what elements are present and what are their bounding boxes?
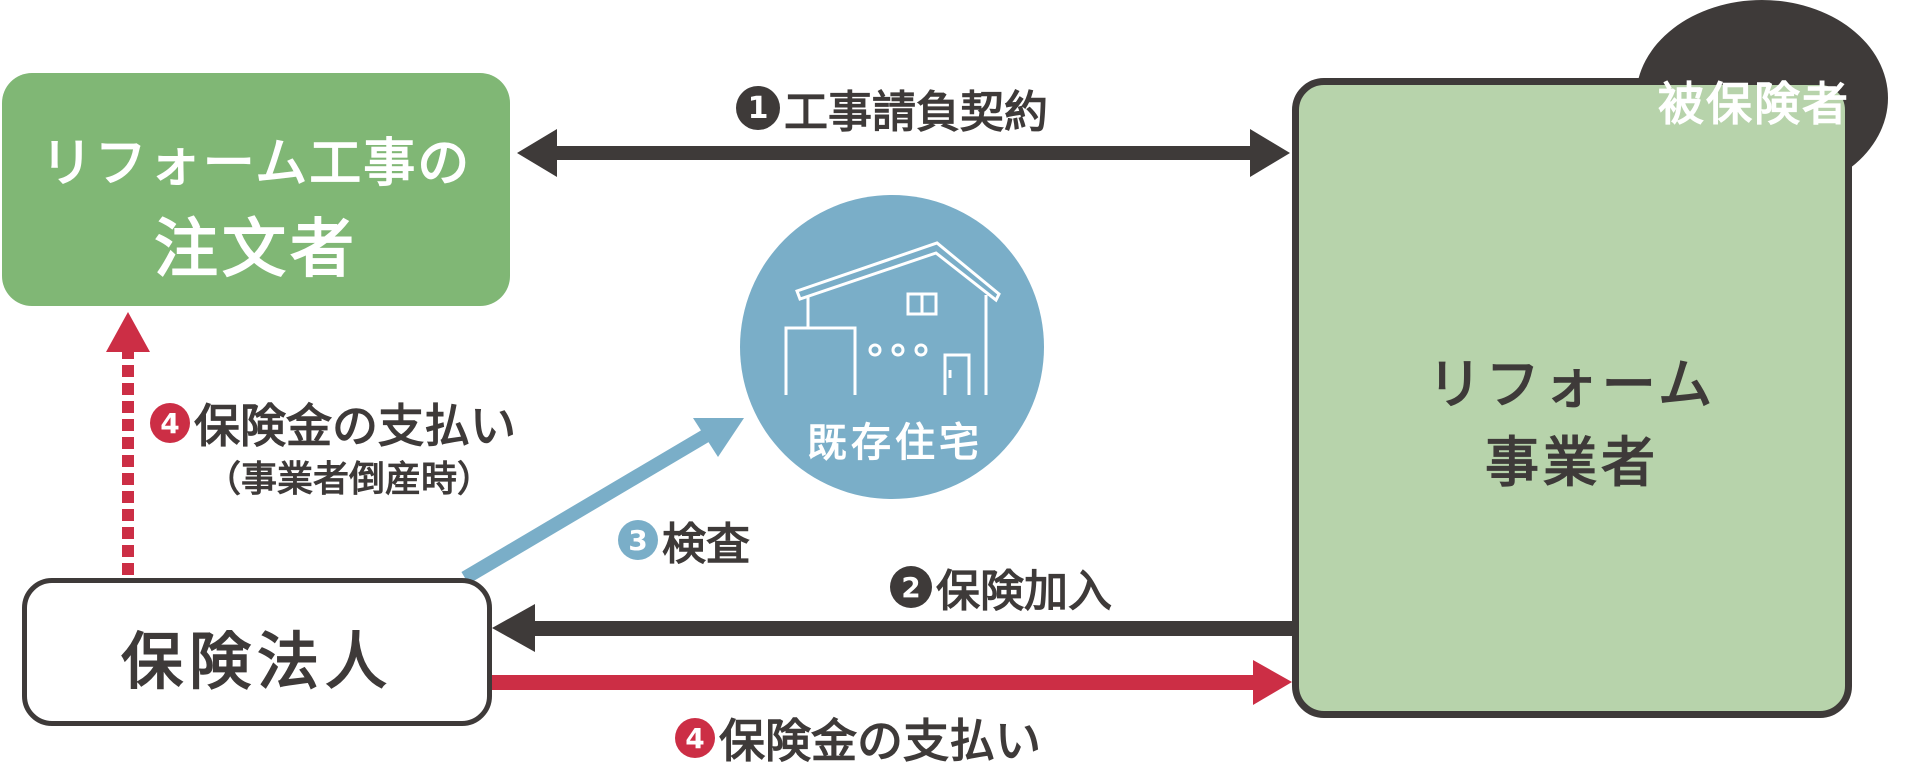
enrollment-text: 保険加入 [936, 566, 1112, 617]
step-4-badge: 4 [150, 403, 190, 443]
client-label-line2: 注文者 [154, 213, 358, 287]
client-label-line1: リフォーム工事の [40, 134, 472, 194]
payment-to-contractor-text: 保険金の支払い [719, 714, 1041, 768]
payment-to-client-arrow [106, 312, 150, 575]
step-3-badge: 3 [618, 520, 658, 560]
contract-arrow [517, 129, 1290, 177]
payment-to-client-label: 4 保険金の支払い [150, 390, 516, 456]
payment-to-contractor-arrow [492, 660, 1292, 705]
enrollment-arrow [492, 604, 1292, 652]
contract-text: 工事請負契約 [784, 87, 1048, 138]
client-node: リフォーム工事の 注文者 [2, 73, 510, 306]
step-4-badge: 4 [675, 718, 715, 758]
insured-badge: 被保険者 [1658, 77, 1850, 131]
enrollment-label: 2 保険加入 [890, 555, 1112, 619]
house-icon [740, 195, 1044, 499]
payment-to-client-text: 保険金の支払い [194, 399, 516, 453]
inspection-text: 検査 [662, 519, 750, 570]
payment-condition-note: （事業者倒産時） [205, 459, 494, 500]
payment-to-contractor-label: 4 保険金の支払い [675, 705, 1041, 771]
house-label: 既存住宅 [807, 420, 983, 466]
contractor-node: リフォーム 事業者 [1292, 78, 1852, 718]
contract-label: 1 工事請負契約 [736, 76, 1048, 140]
contractor-label-line2: 事業者 [1485, 431, 1659, 494]
inspection-arrow [461, 418, 744, 585]
inspection-label: 3 検査 [618, 508, 750, 572]
insurer-node: 保険法人 [22, 578, 492, 726]
step-1-badge: 1 [736, 86, 780, 130]
step-2-badge: 2 [890, 566, 932, 608]
contractor-label-line1: リフォーム [1427, 353, 1717, 416]
insurer-label: 保険法人 [120, 625, 393, 698]
